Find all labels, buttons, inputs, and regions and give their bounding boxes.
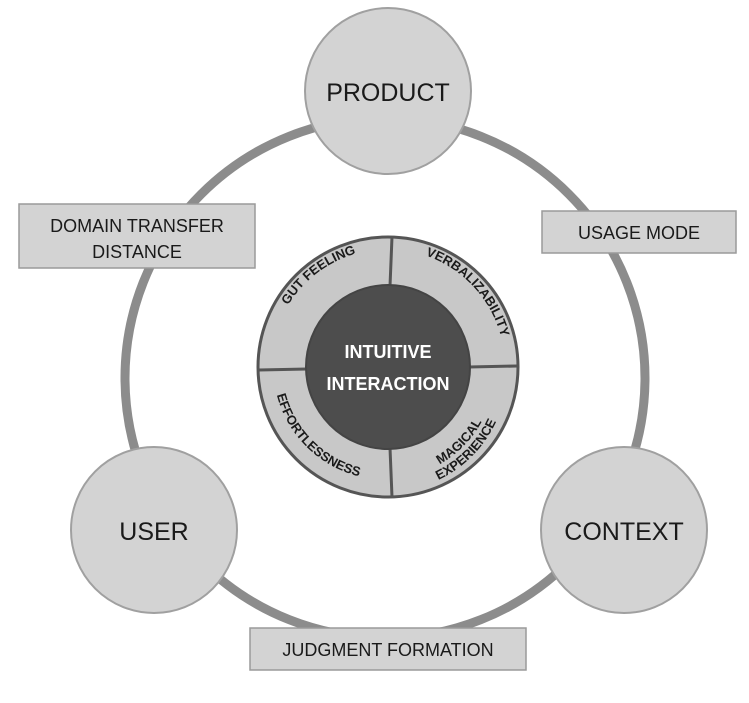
center-core bbox=[305, 284, 471, 450]
user-node: USER bbox=[70, 446, 238, 614]
segment-divider-right bbox=[468, 364, 518, 369]
usage-mode-label: USAGE MODE bbox=[578, 223, 700, 243]
user-label: USER bbox=[119, 518, 188, 546]
segment-divider-bottom bbox=[388, 447, 394, 498]
judgment-formation-box: JUDGMENT FORMATION bbox=[249, 627, 527, 671]
segment-divider-left bbox=[258, 367, 308, 372]
center-label-line1: INTUITIVE bbox=[344, 342, 431, 362]
center-disc: INTUITIVE INTERACTION GUT FEELING VERBAL… bbox=[256, 235, 520, 499]
segment-divider-top bbox=[388, 236, 394, 287]
context-label: CONTEXT bbox=[564, 518, 683, 546]
product-label: PRODUCT bbox=[326, 79, 450, 107]
domain-transfer-label-line2: DISTANCE bbox=[92, 242, 182, 262]
product-node: PRODUCT bbox=[304, 7, 472, 175]
usage-mode-box: USAGE MODE bbox=[541, 210, 737, 254]
judgment-formation-label: JUDGMENT FORMATION bbox=[282, 640, 493, 660]
context-node: CONTEXT bbox=[540, 446, 708, 614]
domain-transfer-label-line1: DOMAIN TRANSFER bbox=[50, 216, 224, 236]
center-label-line2: INTERACTION bbox=[327, 374, 450, 394]
domain-transfer-distance-box: DOMAIN TRANSFER DISTANCE bbox=[18, 203, 256, 269]
